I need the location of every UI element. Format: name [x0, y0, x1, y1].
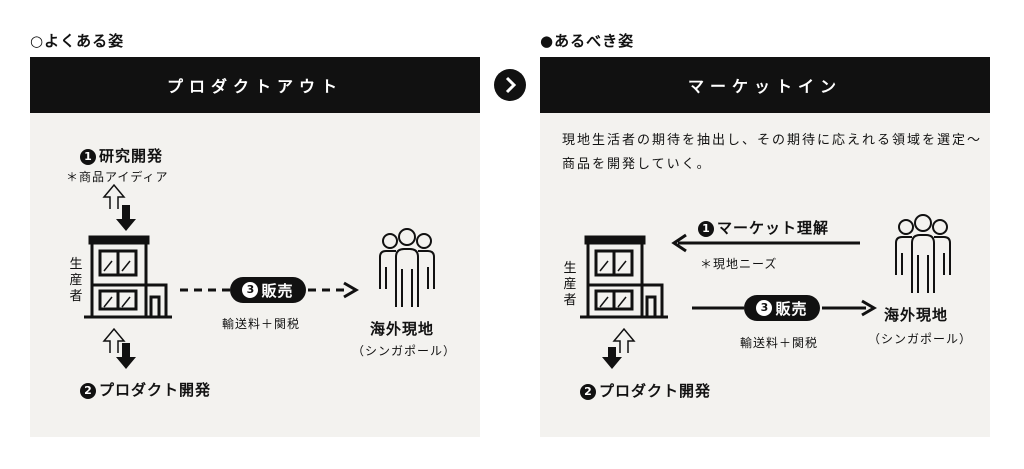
chevron-right-button[interactable]: [494, 69, 526, 101]
left-step1-label: 研究開発: [99, 147, 164, 165]
arrowhead-icon: [343, 281, 359, 299]
right-step2-label: プロダクト開発: [599, 382, 712, 400]
step-number-badge: 3: [756, 300, 773, 316]
left-market-label: 海外現地: [370, 320, 435, 338]
right-step3-label: 販売: [775, 299, 808, 318]
left-step2-label: プロダクト開発: [99, 381, 212, 399]
left-step1-note: ＊商品アイディア: [66, 170, 169, 184]
right-panel-title: マーケットイン: [540, 57, 990, 113]
right-heading: ●あるべき姿: [540, 32, 635, 50]
right-cost-note: 輸送料＋関税: [740, 336, 819, 350]
step-number-badge: 1: [80, 149, 96, 165]
people-icon: [895, 214, 951, 293]
right-market-sub: （シンガポール）: [868, 332, 973, 346]
left-heading: ○よくある姿: [30, 32, 125, 50]
up-arrow-outline-icon: [102, 183, 126, 209]
right-panel: マーケットイン 現地生活者の期待を抽出し、その期待に応えれる領域を選定〜商品を開…: [540, 57, 990, 437]
up-arrow-outline-icon: [612, 327, 636, 353]
left-step3-label: 販売: [261, 281, 294, 300]
down-arrow-solid-icon: [116, 205, 136, 231]
arrowhead-icon: [671, 233, 687, 253]
people-icon: [379, 228, 435, 307]
right-step1-note: ＊現地ニーズ: [700, 257, 778, 271]
right-step1-label: マーケット理解: [717, 219, 830, 237]
step-number-badge: 1: [698, 221, 714, 237]
left-panel-title: プロダクトアウト: [30, 57, 480, 113]
step-number-badge: 2: [580, 384, 596, 400]
arrowhead-icon: [861, 299, 877, 317]
right-diagram-graphics: [580, 214, 951, 369]
building-icon: [84, 235, 172, 319]
step-number-badge: 2: [80, 383, 96, 399]
left-cost-note: 輸送料＋関税: [222, 317, 301, 331]
down-arrow-solid-icon: [116, 343, 136, 369]
left-producer-label: 生産者: [69, 257, 83, 304]
right-producer-label: 生産者: [563, 261, 577, 308]
up-arrow-outline-icon: [102, 327, 126, 353]
building-icon: [580, 235, 668, 319]
right-market-label: 海外現地: [884, 306, 949, 324]
down-arrow-solid-icon: [602, 347, 622, 369]
chevron-right-icon: [505, 76, 517, 94]
left-market-sub: （シンガポール）: [352, 344, 457, 358]
left-diagram-graphics: [84, 183, 435, 369]
right-description: 現地生活者の期待を抽出し、その期待に応えれる領域を選定〜商品を開発していく。: [562, 133, 983, 172]
step-number-badge: 3: [242, 282, 259, 298]
